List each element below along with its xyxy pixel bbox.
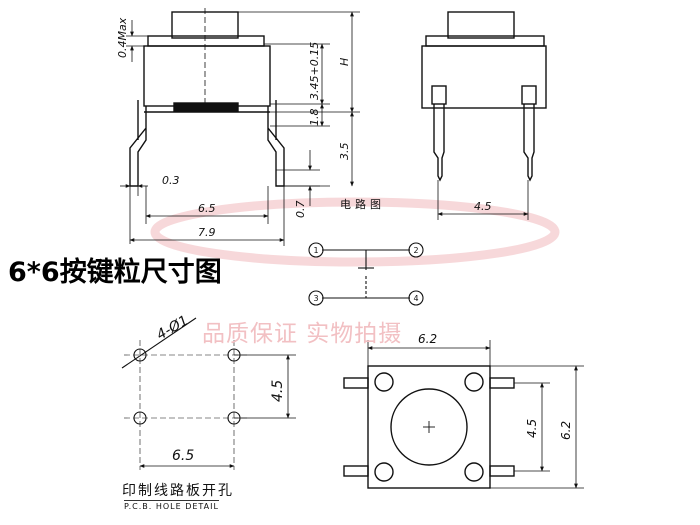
dim-pin-width: 0.3 xyxy=(162,174,180,187)
circuit-pin-labels: 1 2 3 4 xyxy=(313,246,418,303)
watermark-text: 品质保证 实物拍摄 xyxy=(202,321,403,347)
pcb-caption-en: P.C.B. HOLE DETAIL xyxy=(124,500,219,511)
drawing-title: 6*6按键粒尺寸图 xyxy=(8,257,222,288)
dim-shoulder: 1.8 xyxy=(308,109,321,127)
dim-width-outer: 7.9 xyxy=(198,226,216,239)
pin-3: 3 xyxy=(313,294,318,303)
dim-width-inner: 6.5 xyxy=(198,202,216,215)
pcb-caption-cn: 印制线路板开孔 xyxy=(122,483,234,499)
top-width: 6.2 xyxy=(418,332,437,346)
pin-1: 1 xyxy=(313,246,318,255)
watermark-ellipse xyxy=(150,197,560,267)
side-view-labels: 0.4Max 3.45+0.15 H 1.8 3.5 0.3 0.7 6.5 7… xyxy=(116,17,351,239)
top-view-dimensions xyxy=(367,340,584,489)
pcb-holes-spec: 4-Ø1 xyxy=(154,313,191,344)
pin-2: 2 xyxy=(413,246,418,255)
side-view-dimensions xyxy=(120,11,360,246)
top-height: 6.2 xyxy=(559,421,573,440)
top-pitch: 4.5 xyxy=(525,419,539,438)
circuit-diagram xyxy=(308,242,424,306)
pcb-pitch-y: 4.5 xyxy=(270,380,286,402)
pcb-pitch-x: 6.5 xyxy=(172,448,194,464)
dim-body-height: 3.45+0.15 xyxy=(308,42,321,100)
dim-h: H xyxy=(338,58,351,66)
dim-pin-pitch-front: 4.5 xyxy=(474,200,492,213)
front-view-dimensions xyxy=(437,180,529,220)
circuit-label: 电路图 xyxy=(340,198,385,211)
front-view xyxy=(421,11,547,182)
dim-pin-thickness: 0.7 xyxy=(294,201,307,219)
pcb-hole-view xyxy=(121,317,296,470)
side-view xyxy=(129,8,285,187)
dim-pin-length: 3.5 xyxy=(338,143,351,161)
dim-max-gap: 0.4Max xyxy=(116,17,129,58)
top-view xyxy=(343,365,515,489)
top-view-labels: 6.2 4.5 6.2 xyxy=(418,332,573,440)
pin-4: 4 xyxy=(413,294,418,303)
